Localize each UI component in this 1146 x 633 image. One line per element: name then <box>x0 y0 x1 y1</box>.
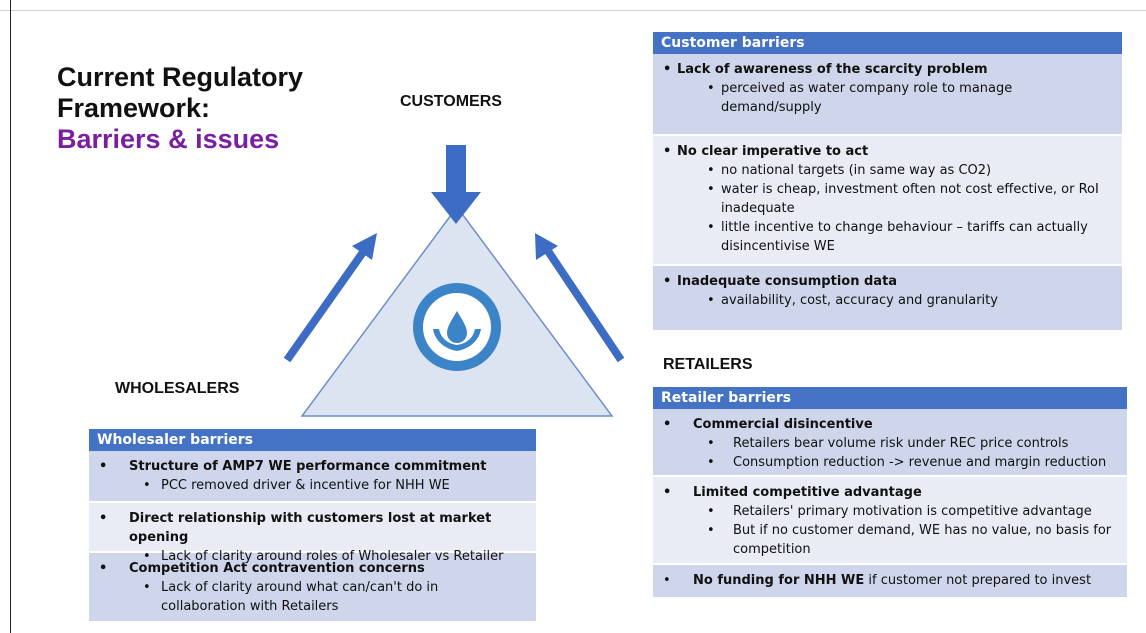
customer-barriers-panel: Customer barriers •Lack of awareness of … <box>653 32 1122 330</box>
bullet-item: •No clear imperative to act <box>663 144 869 159</box>
hands-icon <box>433 329 481 351</box>
slide-left-border <box>10 0 11 633</box>
customers-label: CUSTOMERS <box>400 93 502 110</box>
sub-bullet-item: •Lack of clarity around what can/can't d… <box>143 580 439 614</box>
customer-barrier-block: •Inadequate consumption data •availabili… <box>653 266 1122 330</box>
title-line-2: Framework: <box>57 93 211 123</box>
customer-barrier-block: •Lack of awareness of the scarcity probl… <box>653 54 1122 134</box>
sub-bullet-item: •But if no customer demand, WE has no va… <box>707 523 1112 557</box>
sub-bullet-item: •water is cheap, investment often not co… <box>707 182 1099 216</box>
bullet-item: •Lack of awareness of the scarcity probl… <box>663 62 988 77</box>
retailer-barrier-block: •No funding for NHH WE if customer not p… <box>653 565 1127 597</box>
wholesalers-label: WHOLESALERS <box>115 380 240 397</box>
wholesaler-barrier-block: •Competition Act contravention concerns … <box>89 553 536 621</box>
bullet-item: •Structure of AMP7 WE performance commit… <box>99 459 487 474</box>
wholesaler-barriers-panel: Wholesaler barriers •Structure of AMP7 W… <box>89 429 536 621</box>
water-drop-icon <box>447 311 467 343</box>
customers-arrow-icon <box>431 145 481 224</box>
bullet-item: •Competition Act contravention concerns <box>99 561 425 576</box>
wholesaler-barrier-block: •Structure of AMP7 WE performance commit… <box>89 451 536 501</box>
slide-top-border <box>0 10 1146 11</box>
title-subtitle: Barriers & issues <box>57 124 280 154</box>
wholesaler-barriers-header: Wholesaler barriers <box>89 429 536 451</box>
retailer-barriers-header: Retailer barriers <box>653 387 1127 409</box>
wholesaler-barrier-block: •Direct relationship with customers lost… <box>89 503 536 564</box>
bullet-item: •No funding for NHH WE if customer not p… <box>663 573 1092 588</box>
customer-barriers-header: Customer barriers <box>653 32 1122 54</box>
retailer-barriers-panel: Retailer barriers •Commercial disincenti… <box>653 387 1127 597</box>
sub-bullet-item: •no national targets (in same way as CO2… <box>707 163 992 178</box>
wholesalers-arrow-icon <box>283 233 377 363</box>
customer-barrier-block: •No clear imperative to act •no national… <box>653 136 1122 264</box>
retailer-barrier-block: •Limited competitive advantage •Retailer… <box>653 477 1127 563</box>
bullet-item: •Limited competitive advantage <box>663 485 922 500</box>
retailer-barrier-block: •Commercial disincentive •Retailers bear… <box>653 409 1127 475</box>
sub-bullet-item: •Retailers' primary motivation is compet… <box>707 504 1092 519</box>
sub-bullet-item: •little incentive to change behaviour – … <box>707 220 1088 254</box>
bullet-item: •Commercial disincentive <box>663 417 873 432</box>
sub-bullet-item: •Retailers bear volume risk under REC pr… <box>707 436 1069 451</box>
save-water-logo: SAVE WATER <box>413 283 501 371</box>
retailers-label: RETAILERS <box>663 356 753 373</box>
sub-bullet-item: •perceived as water company role to mana… <box>707 81 1013 115</box>
sub-bullet-item: •Consumption reduction -> revenue and ma… <box>707 455 1107 470</box>
retailers-arrow-icon <box>535 233 625 363</box>
bullet-item: •Direct relationship with customers lost… <box>99 511 492 545</box>
sub-bullet-item: •availability, cost, accuracy and granul… <box>707 293 998 308</box>
sub-bullet-item: •PCC removed driver & incentive for NHH … <box>143 478 450 493</box>
slide-title: Current Regulatory Framework: Barriers &… <box>57 62 303 155</box>
title-line-1: Current Regulatory <box>57 62 304 92</box>
sub-bullet-item: •Lack of clarity around roles of Wholesa… <box>143 549 504 564</box>
bullet-item: •Inadequate consumption data <box>663 274 898 289</box>
